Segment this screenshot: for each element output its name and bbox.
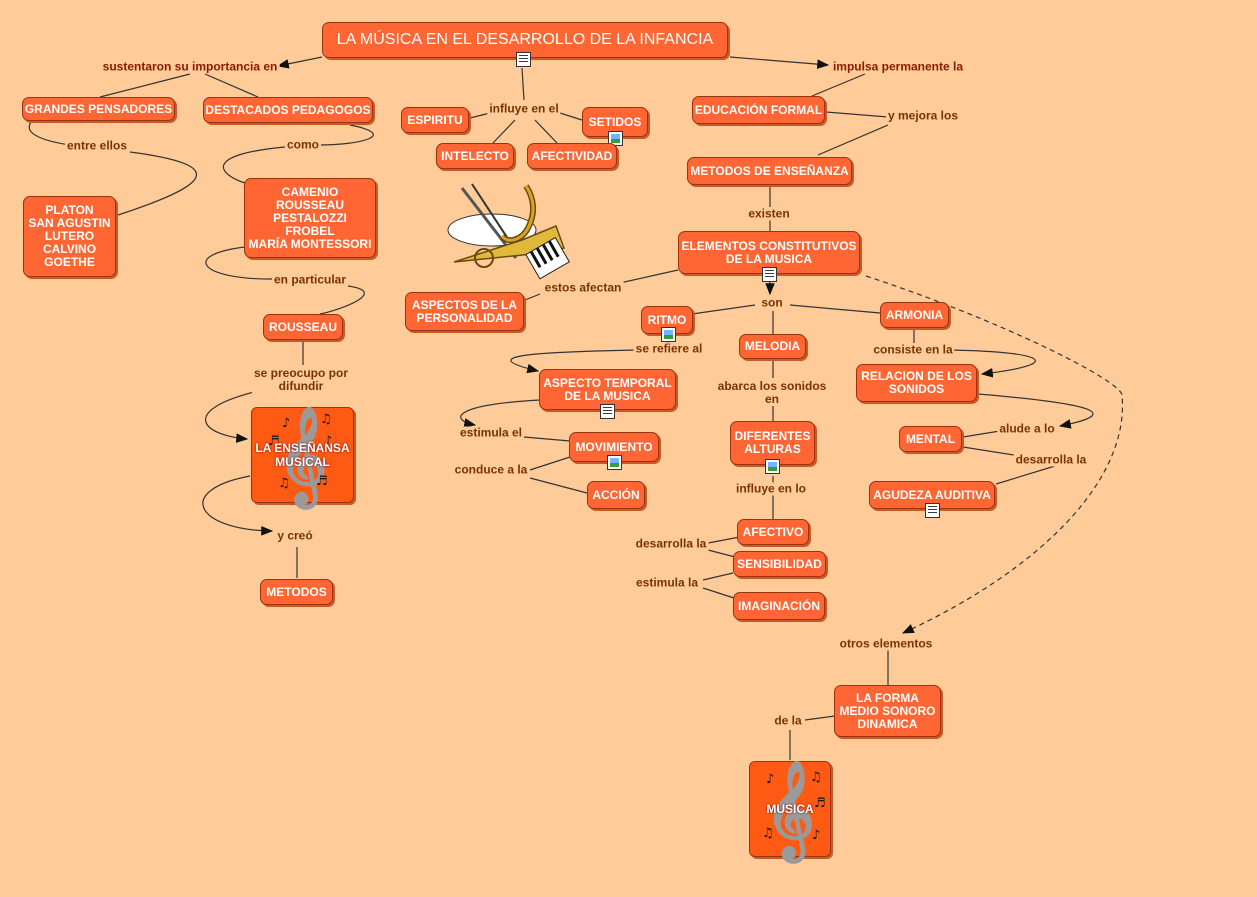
link-label-son: son [759, 295, 785, 310]
music-note-icon: ♫ [278, 476, 290, 491]
instruments-clipart [447, 183, 571, 280]
node-educacion-formal[interactable]: EDUCACIÓN FORMAL [692, 96, 825, 124]
link-label-estimula-el: estimula el [457, 425, 525, 440]
link-label-influye-en-lo: influye en lo [733, 481, 809, 496]
node-metodos[interactable]: METODOS [260, 579, 333, 605]
node-afectividad[interactable]: AFECTIVIDAD [527, 143, 617, 169]
music-note-icon: ♫ [762, 826, 774, 841]
music-note-icon: ♬ [316, 474, 328, 489]
node-musica-label: MUSICA [766, 802, 814, 816]
link-label-en-particular: en particular [271, 272, 349, 287]
node-musica[interactable]: 𝄞 ♪ ♫ ♬ ♫ ♪ MUSICA [749, 761, 831, 857]
link-label-abarca: abarca los sonidos en [715, 379, 829, 406]
link-label-de-la: de la [772, 713, 804, 728]
link-label-consiste: consiste en la [871, 342, 955, 357]
link-label-conduce: conduce a la [452, 462, 530, 477]
document-icon[interactable] [925, 503, 940, 518]
music-note-icon: ♫ [320, 412, 332, 427]
document-icon[interactable] [762, 267, 777, 282]
link-label-y-mejora: y mejora los [885, 108, 961, 123]
link-label-desarrolla-la: desarrolla la [633, 536, 709, 551]
node-ritmo[interactable]: RITMO [641, 306, 693, 334]
node-grandes-pensadores[interactable]: GRANDES PENSADORES [22, 97, 175, 121]
node-la-forma[interactable]: LA FORMA MEDIO SONORO DINAMICA [834, 685, 941, 737]
treble-clef-icon: 𝄞 [765, 759, 815, 858]
node-melodia[interactable]: MELODIA [739, 334, 806, 359]
node-armonia[interactable]: ARMONIA [880, 302, 949, 328]
link-label-se-preocupo: se preocupo por difundir [251, 366, 351, 393]
music-note-icon: ♬ [814, 796, 826, 811]
node-mental[interactable]: MENTAL [899, 426, 962, 452]
treble-clef-icon: 𝄞 [277, 405, 328, 504]
link-label-desarrolla-la-2: desarrolla la [1013, 452, 1089, 467]
node-afectivo[interactable]: AFECTIVO [737, 519, 809, 545]
node-intelecto[interactable]: INTELECTO [436, 143, 514, 169]
music-note-icon: ♪ [282, 416, 291, 431]
image-icon[interactable] [765, 459, 780, 474]
link-label-impulsa: impulsa permanente la [830, 59, 966, 74]
image-icon[interactable] [661, 327, 676, 342]
image-icon[interactable] [607, 455, 622, 470]
node-aspectos-personalidad[interactable]: ASPECTOS DE LA PERSONALIDAD [405, 292, 524, 331]
document-icon[interactable] [600, 404, 615, 419]
link-label-como: como [284, 137, 322, 152]
music-note-icon: ♪ [324, 434, 333, 449]
link-label-sustentaron: sustentaron su importancia en [100, 59, 280, 74]
link-label-estimula-la: estimula la [633, 575, 701, 590]
node-imaginacion[interactable]: IMAGINACIÓN [733, 592, 825, 620]
node-rousseau[interactable]: ROUSSEAU [263, 314, 343, 340]
music-note-icon: ♫ [810, 770, 822, 785]
link-label-se-refiere: se refiere al [633, 341, 705, 356]
link-label-y-creo: y creó [275, 528, 315, 543]
node-pedagogos-list[interactable]: CAMENIO ROUSSEAU PESTALOZZI FROBEL MARÍA… [244, 178, 376, 258]
link-label-entre-ellos: entre ellos [64, 138, 130, 153]
music-note-icon: ♪ [766, 772, 775, 787]
link-label-influye-en-el: influye en el [487, 101, 561, 116]
node-espiritu[interactable]: ESPIRITU [401, 107, 469, 133]
title-node[interactable]: LA MÚSICA EN EL DESARROLLO DE LA INFANCI… [322, 22, 728, 58]
link-label-estos-afectan: estos afectan [542, 280, 624, 295]
node-destacados-pedagogos[interactable]: DESTACADOS PEDAGOGOS [203, 97, 373, 123]
node-pensadores-list[interactable]: PLATON SAN AGUSTIN LUTERO CALVINO GOETHE [23, 196, 116, 277]
node-ensenansa-musical[interactable]: 𝄞 ♪ ♫ ♬ ♪ ♫ ♬ LA ENSEÑANSA MUSICAL [251, 407, 354, 503]
node-sensibilidad[interactable]: SENSIBILIDAD [733, 551, 826, 577]
music-note-icon: ♪ [812, 828, 821, 843]
music-note-icon: ♬ [268, 434, 280, 449]
document-icon[interactable] [516, 52, 531, 67]
link-label-alude: alude a lo [997, 421, 1057, 436]
link-label-otros-elementos: otros elementos [837, 636, 935, 651]
link-label-existen: existen [746, 206, 792, 221]
node-ensenansa-label: LA ENSEÑANSA MUSICAL [255, 441, 350, 469]
node-metodos-ensenanza[interactable]: METODOS DE ENSEÑANZA [687, 157, 852, 185]
node-relacion-sonidos[interactable]: RELACION DE LOS SONIDOS [856, 364, 977, 402]
node-accion[interactable]: ACCIÓN [587, 481, 645, 509]
